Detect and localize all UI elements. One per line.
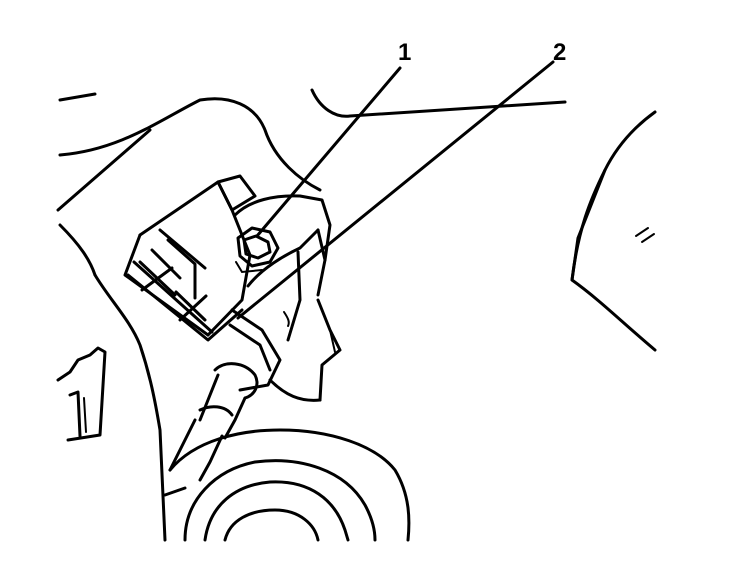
callout-leaders [236,60,555,320]
callout-2-label: 2 [553,39,566,66]
callout-2-leader [236,60,555,320]
sensor-harness [168,298,342,482]
lower-round-housing [163,428,411,542]
sensor-body [123,174,257,342]
callout-1-leader [255,66,402,238]
callout-1-label: 1 [398,39,411,66]
left-bracket [56,346,107,442]
flywheel-housing [570,110,657,352]
engine-block-outline [56,88,567,542]
mounting-bracket [233,194,332,342]
